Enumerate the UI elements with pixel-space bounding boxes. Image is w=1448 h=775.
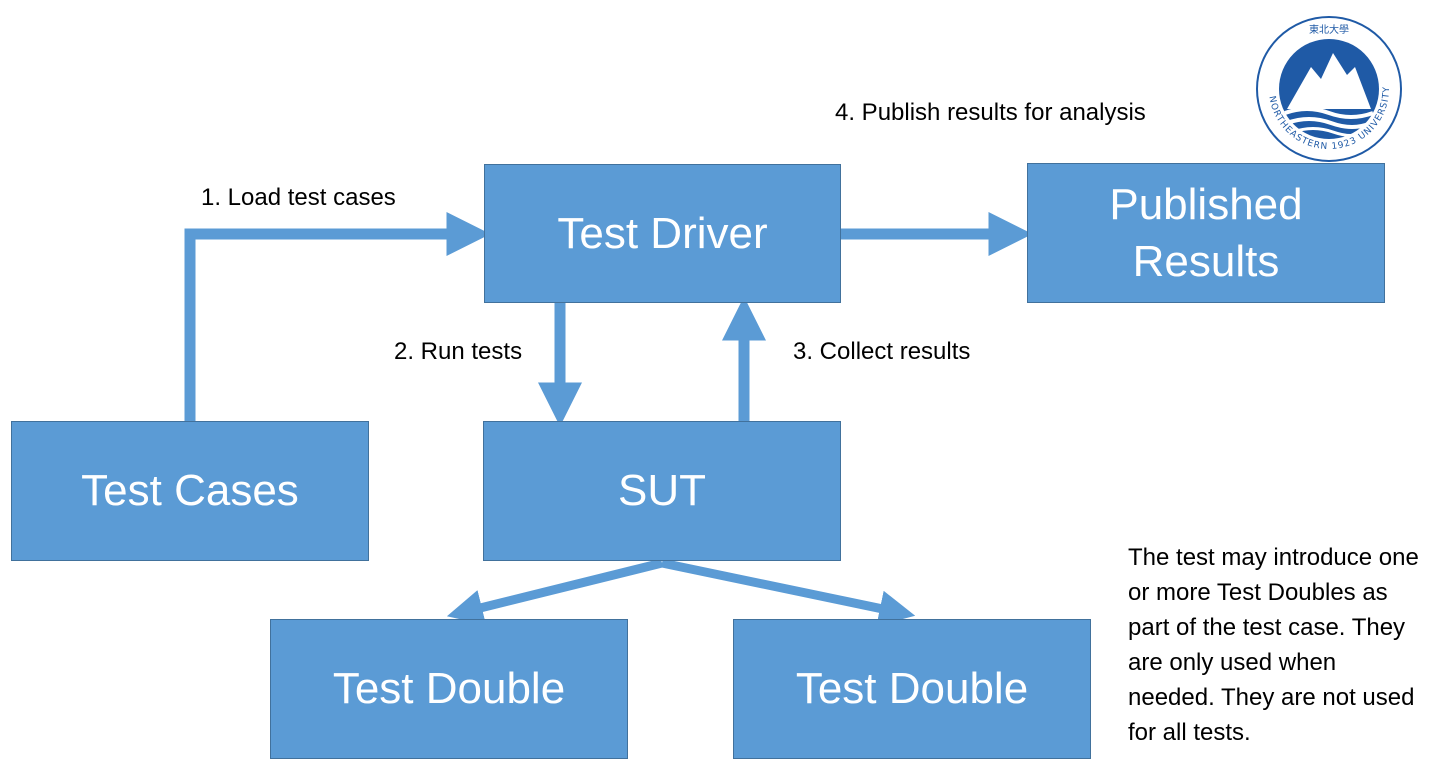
step-publish-label: 4. Publish results for analysis [835,99,1146,126]
step-load-label: 1. Load test cases [201,184,396,211]
northeastern-university-logo: NORTHEASTERN 1923 UNIVERSITY 東北大學 [1256,16,1402,162]
load-test-cases-arrow [184,212,491,421]
test-driver-box: Test Driver [484,164,841,303]
test-double-left-label: Test Double [332,664,566,714]
published-results-box: Published Results [1027,163,1385,303]
logo-top-text: 東北大學 [1309,23,1349,36]
sut-label: SUT [618,466,706,516]
test-double-left-box: Test Double [270,619,628,759]
step-run-label: 2. Run tests [394,338,523,365]
test-driver-label: Test Driver [557,208,768,258]
sut-to-double-left-arrow [446,558,664,626]
test-cases-box: Test Cases [11,421,369,561]
test-cases-label: Test Cases [81,466,299,516]
test-double-right-label: Test Double [795,664,1029,714]
sut-box: SUT [483,421,841,561]
test-double-right-box: Test Double [733,619,1091,759]
published-results-label-line1: Published [1109,179,1303,229]
sut-to-double-right-arrow [661,558,916,627]
step-collect-label: 3. Collect results [793,338,971,365]
test-doubles-note: The test may introduce one or more Test … [1128,544,1419,746]
published-results-label-line2: Results [1132,237,1280,286]
